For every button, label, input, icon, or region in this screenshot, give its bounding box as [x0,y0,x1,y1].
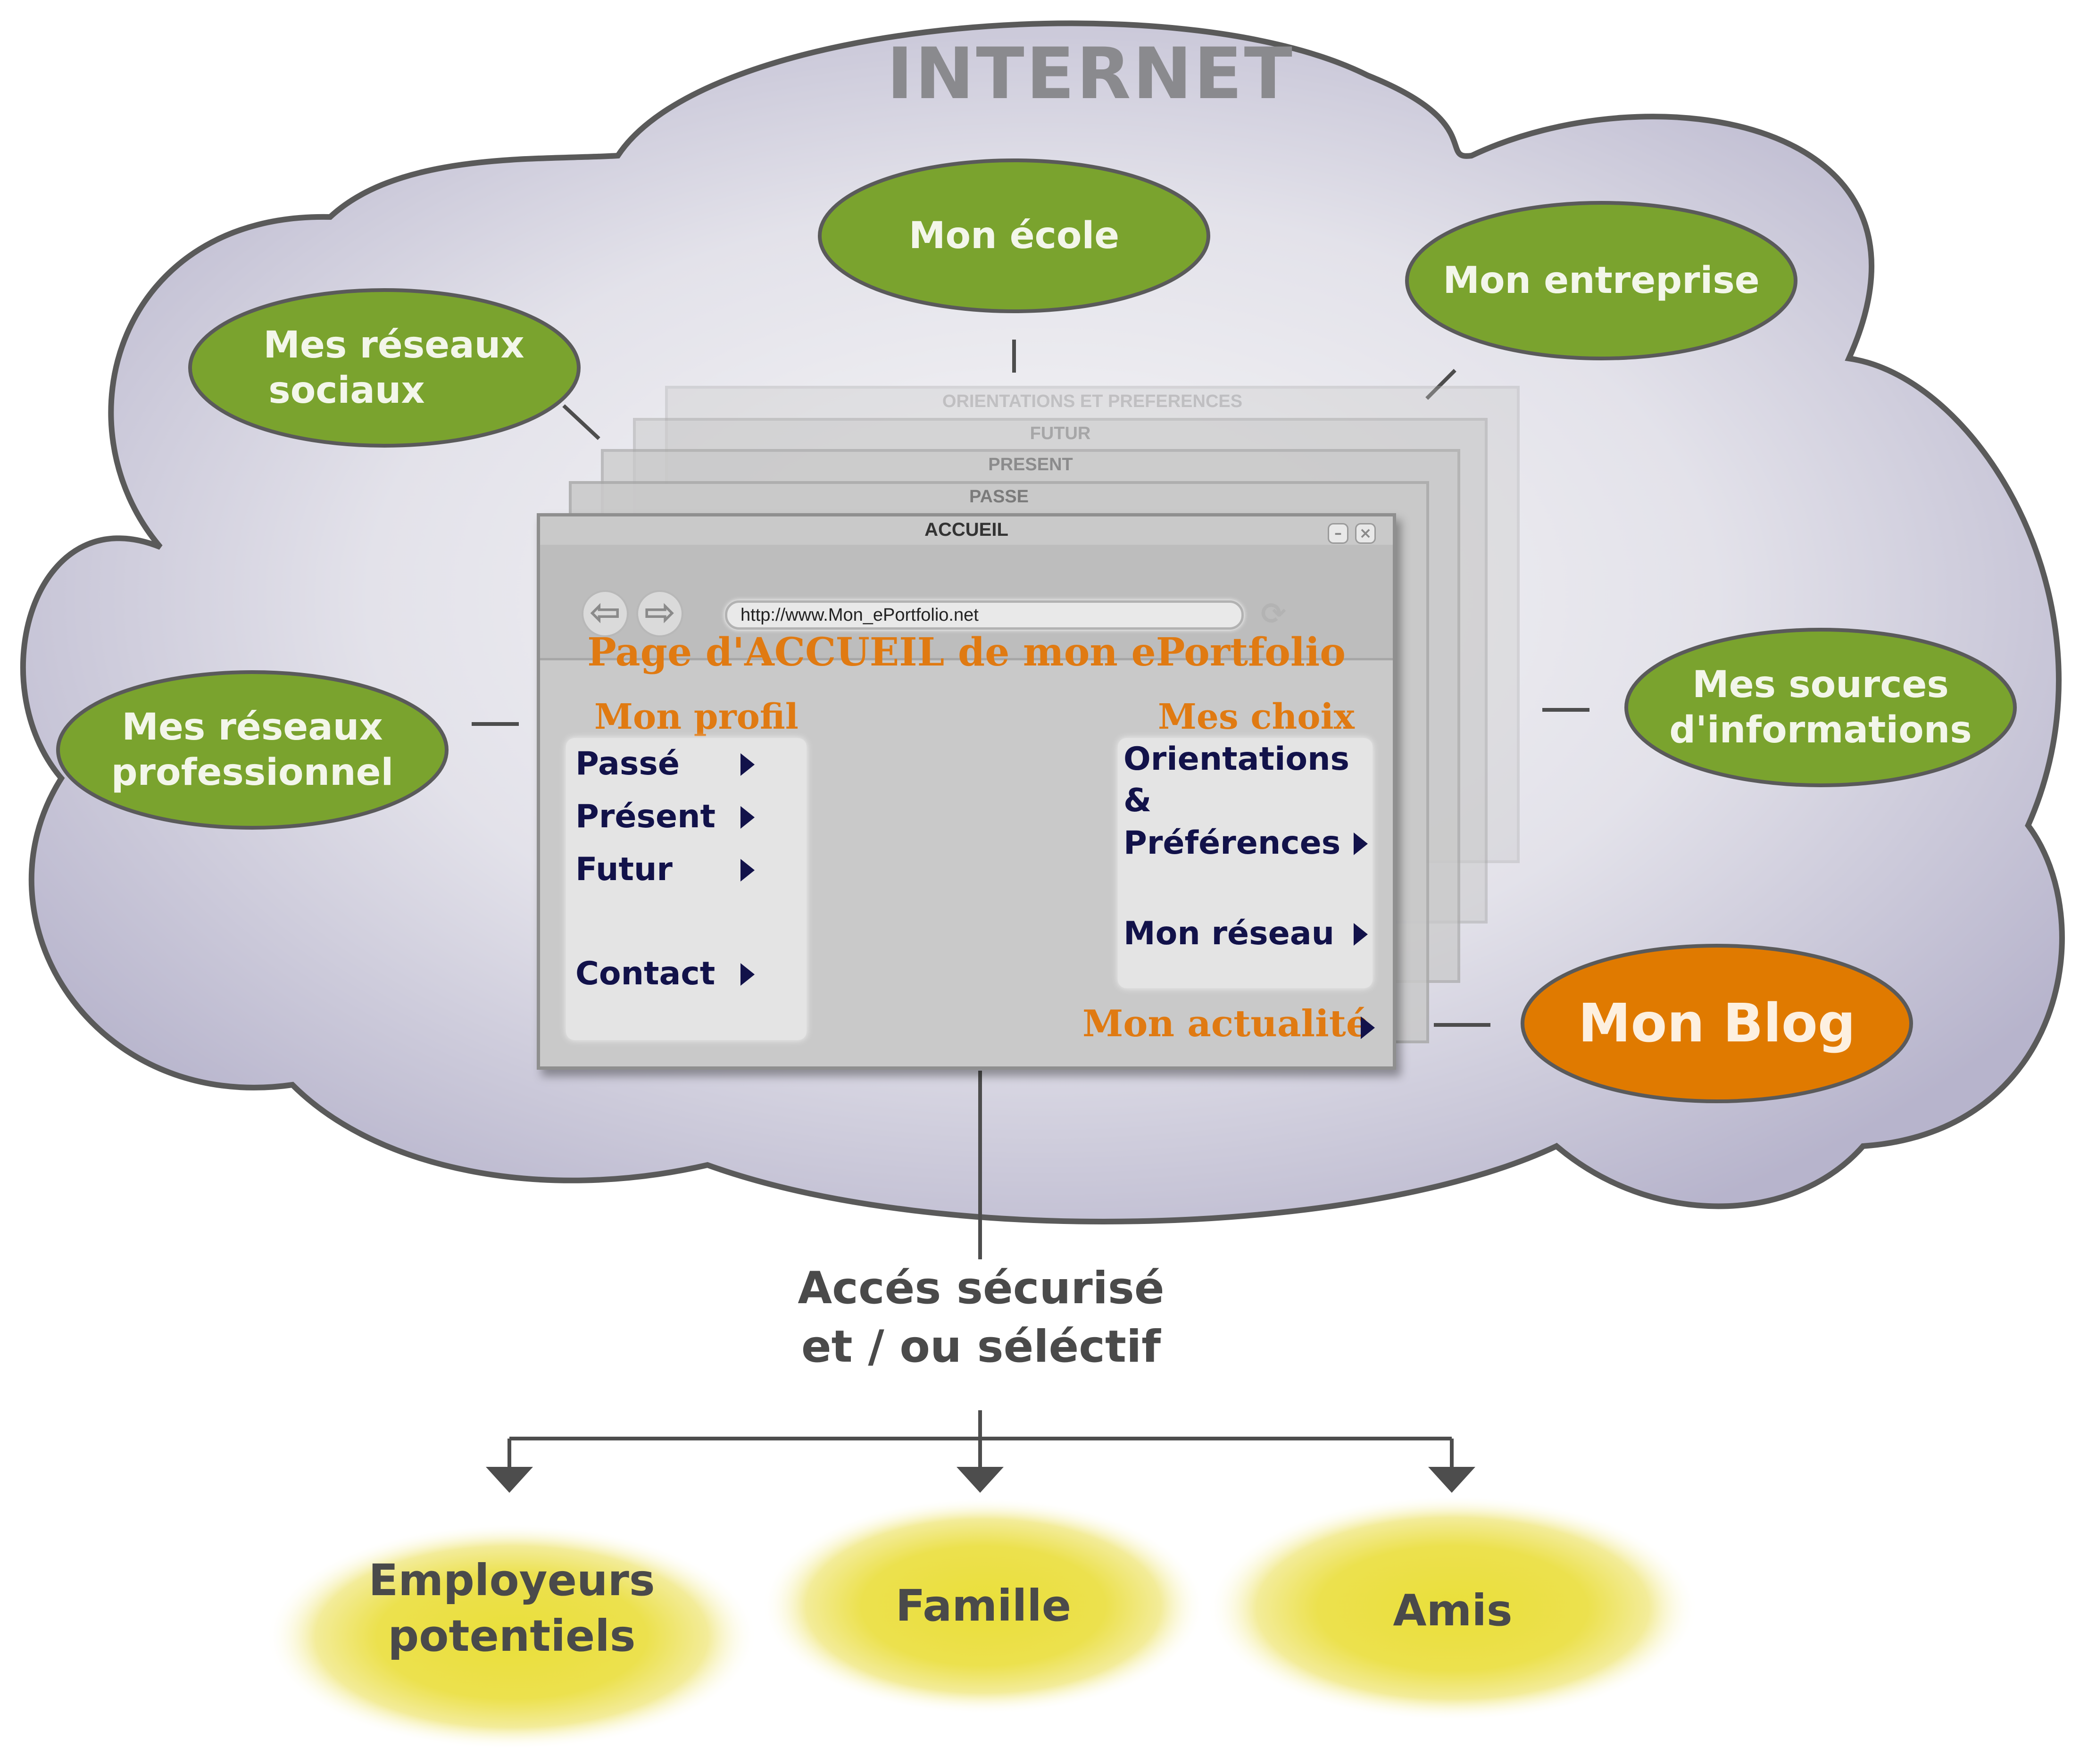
bubble-reseaux-sociaux [188,288,581,448]
forward-arrow-icon[interactable]: ⇨ [636,590,683,637]
menu-mon-reseau[interactable]: Mon réseau [1123,915,1335,952]
target-employeurs: Employeurs potentiels [321,1547,703,1670]
bubble-mon-ecole [818,158,1210,313]
reseaux-sociaux-line1: Mes réseaux [263,324,524,366]
menu-orientations-line3[interactable]: Préférences [1123,824,1341,862]
menu-contact[interactable]: Contact [575,955,716,992]
profil-title: Mon profil [594,697,799,737]
window-title: ACCUEIL [924,519,1008,540]
minimize-icon[interactable]: – [1328,523,1348,544]
contact-arrow-icon[interactable] [740,963,755,986]
bubble-label-reseaux-pro[interactable]: Mes réseaux professionnel [58,698,447,802]
bubble-mon-entreprise [1405,201,1797,360]
menu-orientations-line1[interactable]: Orientations [1123,741,1349,778]
choix-title: Mes choix [1158,697,1355,737]
glow-famille [762,1498,1205,1714]
menu-mon-actualite[interactable]: Mon actualité [1082,1002,1370,1045]
browser-window: ACCUEIL – × ⇦ ⇨ http://www.Mon_ePortfoli… [537,513,1396,1070]
bubble-reseaux-pro [56,670,449,830]
access-line2: et / ou séléctif [801,1321,1161,1373]
menu-futur[interactable]: Futur [575,851,673,888]
bubble-label-sources[interactable]: Mes sources d'informations [1626,656,2015,759]
sources-line1: Mes sources [1692,664,1949,706]
bubble-label-ecole[interactable]: Mon école [820,189,1208,283]
orientations-arrow-icon[interactable] [1354,832,1368,855]
back-window-title-futur: FUTUR [1030,424,1091,443]
bubble-label-entreprise[interactable]: Mon entreprise [1407,233,1796,328]
target-amis: Amis [1262,1575,1644,1646]
bubble-label-reseaux-sociaux[interactable]: Mes réseaux sociaux [190,316,579,420]
ecole-label: Mon école [908,215,1120,257]
glow-amis [1207,1495,1698,1722]
access-line1: Accés sécurisé [798,1263,1165,1314]
close-icon[interactable]: × [1355,523,1376,544]
back-window-title-passe: PASSE [969,487,1029,507]
profil-panel: Passé Présent Futur Contact [566,738,807,1040]
blog-label: Mon Blog [1578,993,1855,1054]
url-bar[interactable]: http://www.Mon_ePortfolio.net [725,600,1244,630]
choix-panel: Orientations & Préférences Mon réseau [1118,738,1373,988]
browser-toolbar: ⇦ ⇨ http://www.Mon_ePortfolio.net ⟳ [540,545,1393,660]
bubble-label-blog[interactable]: Mon Blog [1523,976,1911,1071]
bubble-sources [1624,628,2017,787]
reseaux-sociaux-line2: sociaux [268,369,425,412]
passe-arrow-icon[interactable] [740,753,755,776]
employeurs-line2: potentiels [388,1611,636,1661]
connector-lines [472,340,1589,1469]
employeurs-line1: Employeurs [368,1555,655,1606]
reload-icon[interactable]: ⟳ [1261,597,1286,632]
menu-present[interactable]: Présent [575,798,716,835]
sources-line2: d'informations [1669,709,1972,751]
branch-arrows [486,1467,1475,1493]
actualite-arrow-icon[interactable] [1361,1016,1375,1039]
back-window-title-present: PRESENT [988,455,1073,474]
back-window-title-orientations: ORIENTATIONS ET PREFERENCES [942,391,1243,411]
bubble-mon-blog [1521,944,1913,1103]
entreprise-label: Mon entreprise [1443,259,1760,302]
page-title: Page d'ACCUEIL de mon ePortfolio [587,630,1346,675]
glow-employeurs [266,1523,757,1750]
futur-arrow-icon[interactable] [740,859,755,882]
amis-label: Amis [1393,1585,1513,1636]
reseau-arrow-icon[interactable] [1354,923,1368,946]
back-arrow-icon[interactable]: ⇦ [582,590,629,637]
target-famille: Famille [792,1571,1174,1641]
reseaux-pro-line1: Mes réseaux [122,706,383,749]
reseaux-pro-line2: professionnel [111,751,394,794]
access-label: Accés sécurisé et / ou séléctif [745,1259,1217,1376]
menu-orientations-line2[interactable]: & [1123,782,1152,819]
famille-label: Famille [895,1581,1072,1631]
present-arrow-icon[interactable] [740,806,755,829]
cloud-title: INTERNET [887,33,1294,115]
menu-passe[interactable]: Passé [575,745,680,782]
